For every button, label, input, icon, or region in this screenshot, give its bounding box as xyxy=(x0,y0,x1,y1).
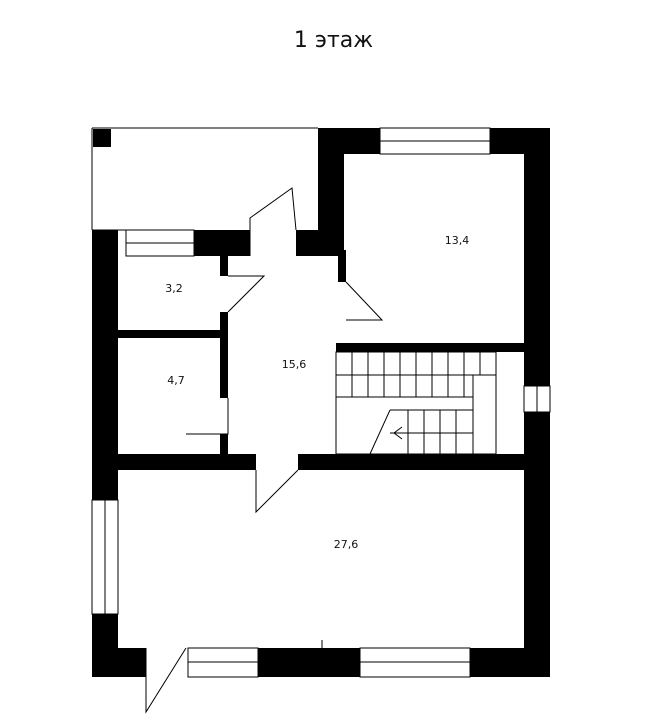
door-swings xyxy=(145,187,384,714)
floor-title: 1 этаж xyxy=(293,28,374,53)
room-area-hall: 15,6 xyxy=(282,358,307,371)
room-area-bathroom: 4,7 xyxy=(167,374,185,387)
room-area-bedroom: 13,4 xyxy=(445,234,470,247)
entrance-outline xyxy=(91,127,318,231)
windows xyxy=(91,127,551,678)
stair-direction-arrow-icon xyxy=(393,426,424,440)
room-area-storage: 3,2 xyxy=(165,282,183,295)
entrance-pillar xyxy=(93,129,111,147)
exterior-walls xyxy=(92,128,550,677)
staircase xyxy=(335,351,497,455)
room-area-living: 27,6 xyxy=(334,538,359,551)
interior-walls xyxy=(118,230,524,470)
